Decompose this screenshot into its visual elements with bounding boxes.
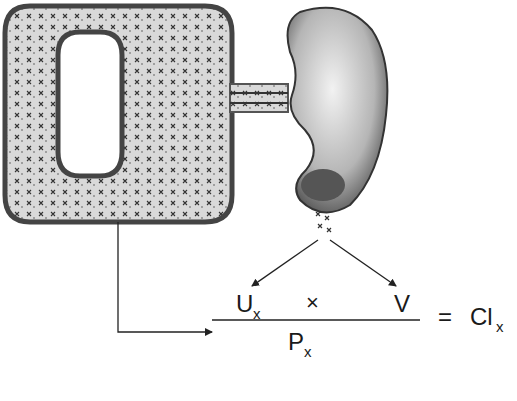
operator: × xyxy=(306,292,319,314)
subscript: x xyxy=(253,306,261,321)
subscript: x xyxy=(496,319,504,334)
subscript: x xyxy=(304,344,312,359)
leader-arrow xyxy=(330,240,396,286)
formula-symbol: Cl xyxy=(470,305,493,329)
blood-loop xyxy=(5,6,232,222)
formula-symbol: U xyxy=(236,292,253,316)
plasma-leader xyxy=(118,222,212,332)
renal-pelvis xyxy=(301,169,345,201)
formula-symbol: P xyxy=(288,330,304,354)
operator: = xyxy=(438,305,452,329)
leader-arrow xyxy=(252,240,318,286)
fraction-bar xyxy=(212,319,420,321)
urine-drops xyxy=(316,212,331,232)
kidney xyxy=(288,8,388,213)
formula-symbol: V xyxy=(394,292,410,316)
renal-vessels xyxy=(230,84,288,112)
